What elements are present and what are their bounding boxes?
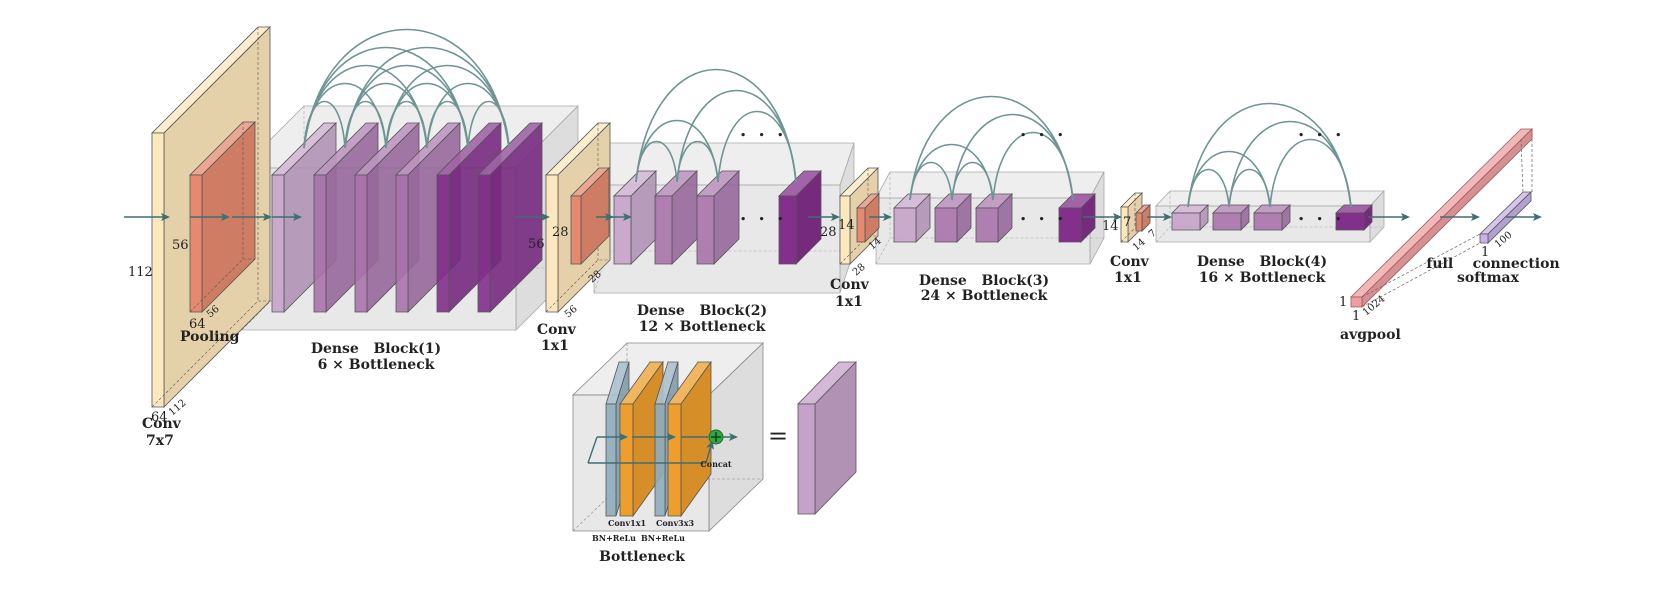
block2-layer-3 — [696, 170, 740, 265]
trans3-dim-d: 14 — [1131, 237, 1148, 254]
block4-layer-1 — [1171, 204, 1209, 231]
trans3-out-h: 7 — [1123, 215, 1131, 230]
trans1-dim-d: 56 — [563, 304, 580, 321]
pool-label: Pooling — [180, 329, 240, 345]
bottleneck-skip-path — [588, 440, 714, 464]
block4-layer-2 — [1212, 204, 1250, 231]
trans3-label-1: Conv — [1110, 254, 1150, 270]
trans2-out-h: 14 — [838, 218, 855, 233]
block3-ellipsis-mid: . . . — [1020, 204, 1066, 225]
block4-layer-last — [1335, 204, 1373, 231]
bottleneck-detail — [572, 342, 857, 532]
bottleneck-bn1-label: BN+ReLu — [592, 533, 636, 543]
block2-ellipsis-mid: . . . — [740, 204, 786, 225]
bottleneck-concat-label: Concat — [700, 459, 732, 469]
bottleneck-input-split — [587, 436, 598, 464]
projection-line-3 — [1520, 138, 1524, 193]
fc-label-1: full connection — [1426, 256, 1559, 272]
avgpool-label: avgpool — [1340, 327, 1401, 343]
conv7-dim-c: 64 — [151, 410, 168, 425]
block4-layer-3 — [1253, 204, 1291, 231]
conv7-label-1: Conv — [142, 416, 182, 432]
block1-layer-6 — [477, 122, 543, 313]
conv7-dim-h: 112 — [128, 265, 153, 280]
block4-ellipsis-top: . . . — [1298, 120, 1344, 141]
trans1-label-1: Conv — [537, 322, 577, 338]
block2-layer-2 — [654, 170, 698, 265]
trans1-pool-layer — [570, 167, 610, 265]
fc-dim-w: 1 — [1481, 245, 1489, 260]
block3-label-2: 24 × Bottleneck — [921, 288, 1048, 304]
conv7-label-2: 7x7 — [146, 433, 174, 449]
bottleneck-equivalent-layer — [797, 361, 857, 515]
block3-label-1: Dense Block(3) — [919, 273, 1049, 289]
block4-label-2: 16 × Bottleneck — [1199, 270, 1326, 286]
skip-connections — [303, 28, 1352, 208]
pool-dim-h: 56 — [172, 238, 189, 253]
trans2-label-2: 1x1 — [835, 294, 863, 310]
projection-line-2 — [1361, 233, 1481, 298]
block3-ellipsis-top: . . . — [1020, 120, 1066, 141]
block4-ellipsis-mid: . . . — [1298, 204, 1344, 225]
trans2-label-1: Conv — [830, 277, 870, 293]
bottleneck-bn2-label: BN+ReLu — [641, 533, 685, 543]
avgpool-dim-w: 1 — [1352, 309, 1360, 324]
block1-label-1: Dense Block(1) — [311, 341, 441, 357]
trans2-dim-h: 28 — [820, 225, 837, 240]
trans3-dim-h: 14 — [1102, 219, 1119, 234]
block3-layer-3 — [975, 193, 1013, 243]
block2-label-1: Dense Block(2) — [637, 303, 767, 319]
block3-skip-3-4 — [992, 131, 1074, 201]
block1-skip-5-6 — [467, 100, 510, 149]
fc-label-2: softmax — [1457, 270, 1520, 286]
trans1-out-h: 28 — [552, 225, 569, 240]
block1-skip-1-6 — [303, 28, 510, 149]
layer-boxes — [151, 26, 1533, 408]
block2-ellipsis-top: . . . — [740, 120, 786, 141]
pool-dim-c: 64 — [189, 317, 206, 332]
block3-layer-last — [1058, 193, 1096, 243]
projection-line-1 — [1361, 242, 1481, 308]
block4-label-1: Dense Block(4) — [1197, 254, 1327, 270]
block1-label-2: 6 × Bottleneck — [318, 357, 435, 373]
bottleneck-equals: = — [768, 422, 788, 450]
trans2-conv-layer — [839, 167, 879, 265]
bottleneck-title: Bottleneck — [599, 549, 685, 565]
trans3-pool-layer — [1135, 204, 1151, 232]
trans1-label-2: 1x1 — [541, 338, 569, 354]
bottleneck-conv3-label: Conv3x3 — [656, 518, 695, 528]
trans2-dim-d: 28 — [851, 262, 868, 279]
block2-skip-3-4 — [717, 110, 797, 183]
trans3-label-2: 1x1 — [1114, 270, 1142, 286]
block3-layer-1 — [893, 193, 931, 243]
block2-label-2: 12 × Bottleneck — [639, 319, 766, 335]
bottleneck-conv1-label: Conv1x1 — [608, 518, 646, 528]
diagram-labels: 112 64 112 Conv 7x7 56 64 56 Pooling Den… — [128, 120, 1560, 565]
trans1-dim-h: 56 — [528, 237, 545, 252]
block3-layer-2 — [934, 193, 972, 243]
avgpool-dim-h: 1 — [1339, 295, 1347, 310]
bottleneck-conv3x3 — [667, 360, 712, 518]
block4-skip-3-4 — [1269, 138, 1352, 208]
trans2-pool-layer — [856, 193, 880, 243]
trans3-out-d: 7 — [1147, 228, 1159, 241]
